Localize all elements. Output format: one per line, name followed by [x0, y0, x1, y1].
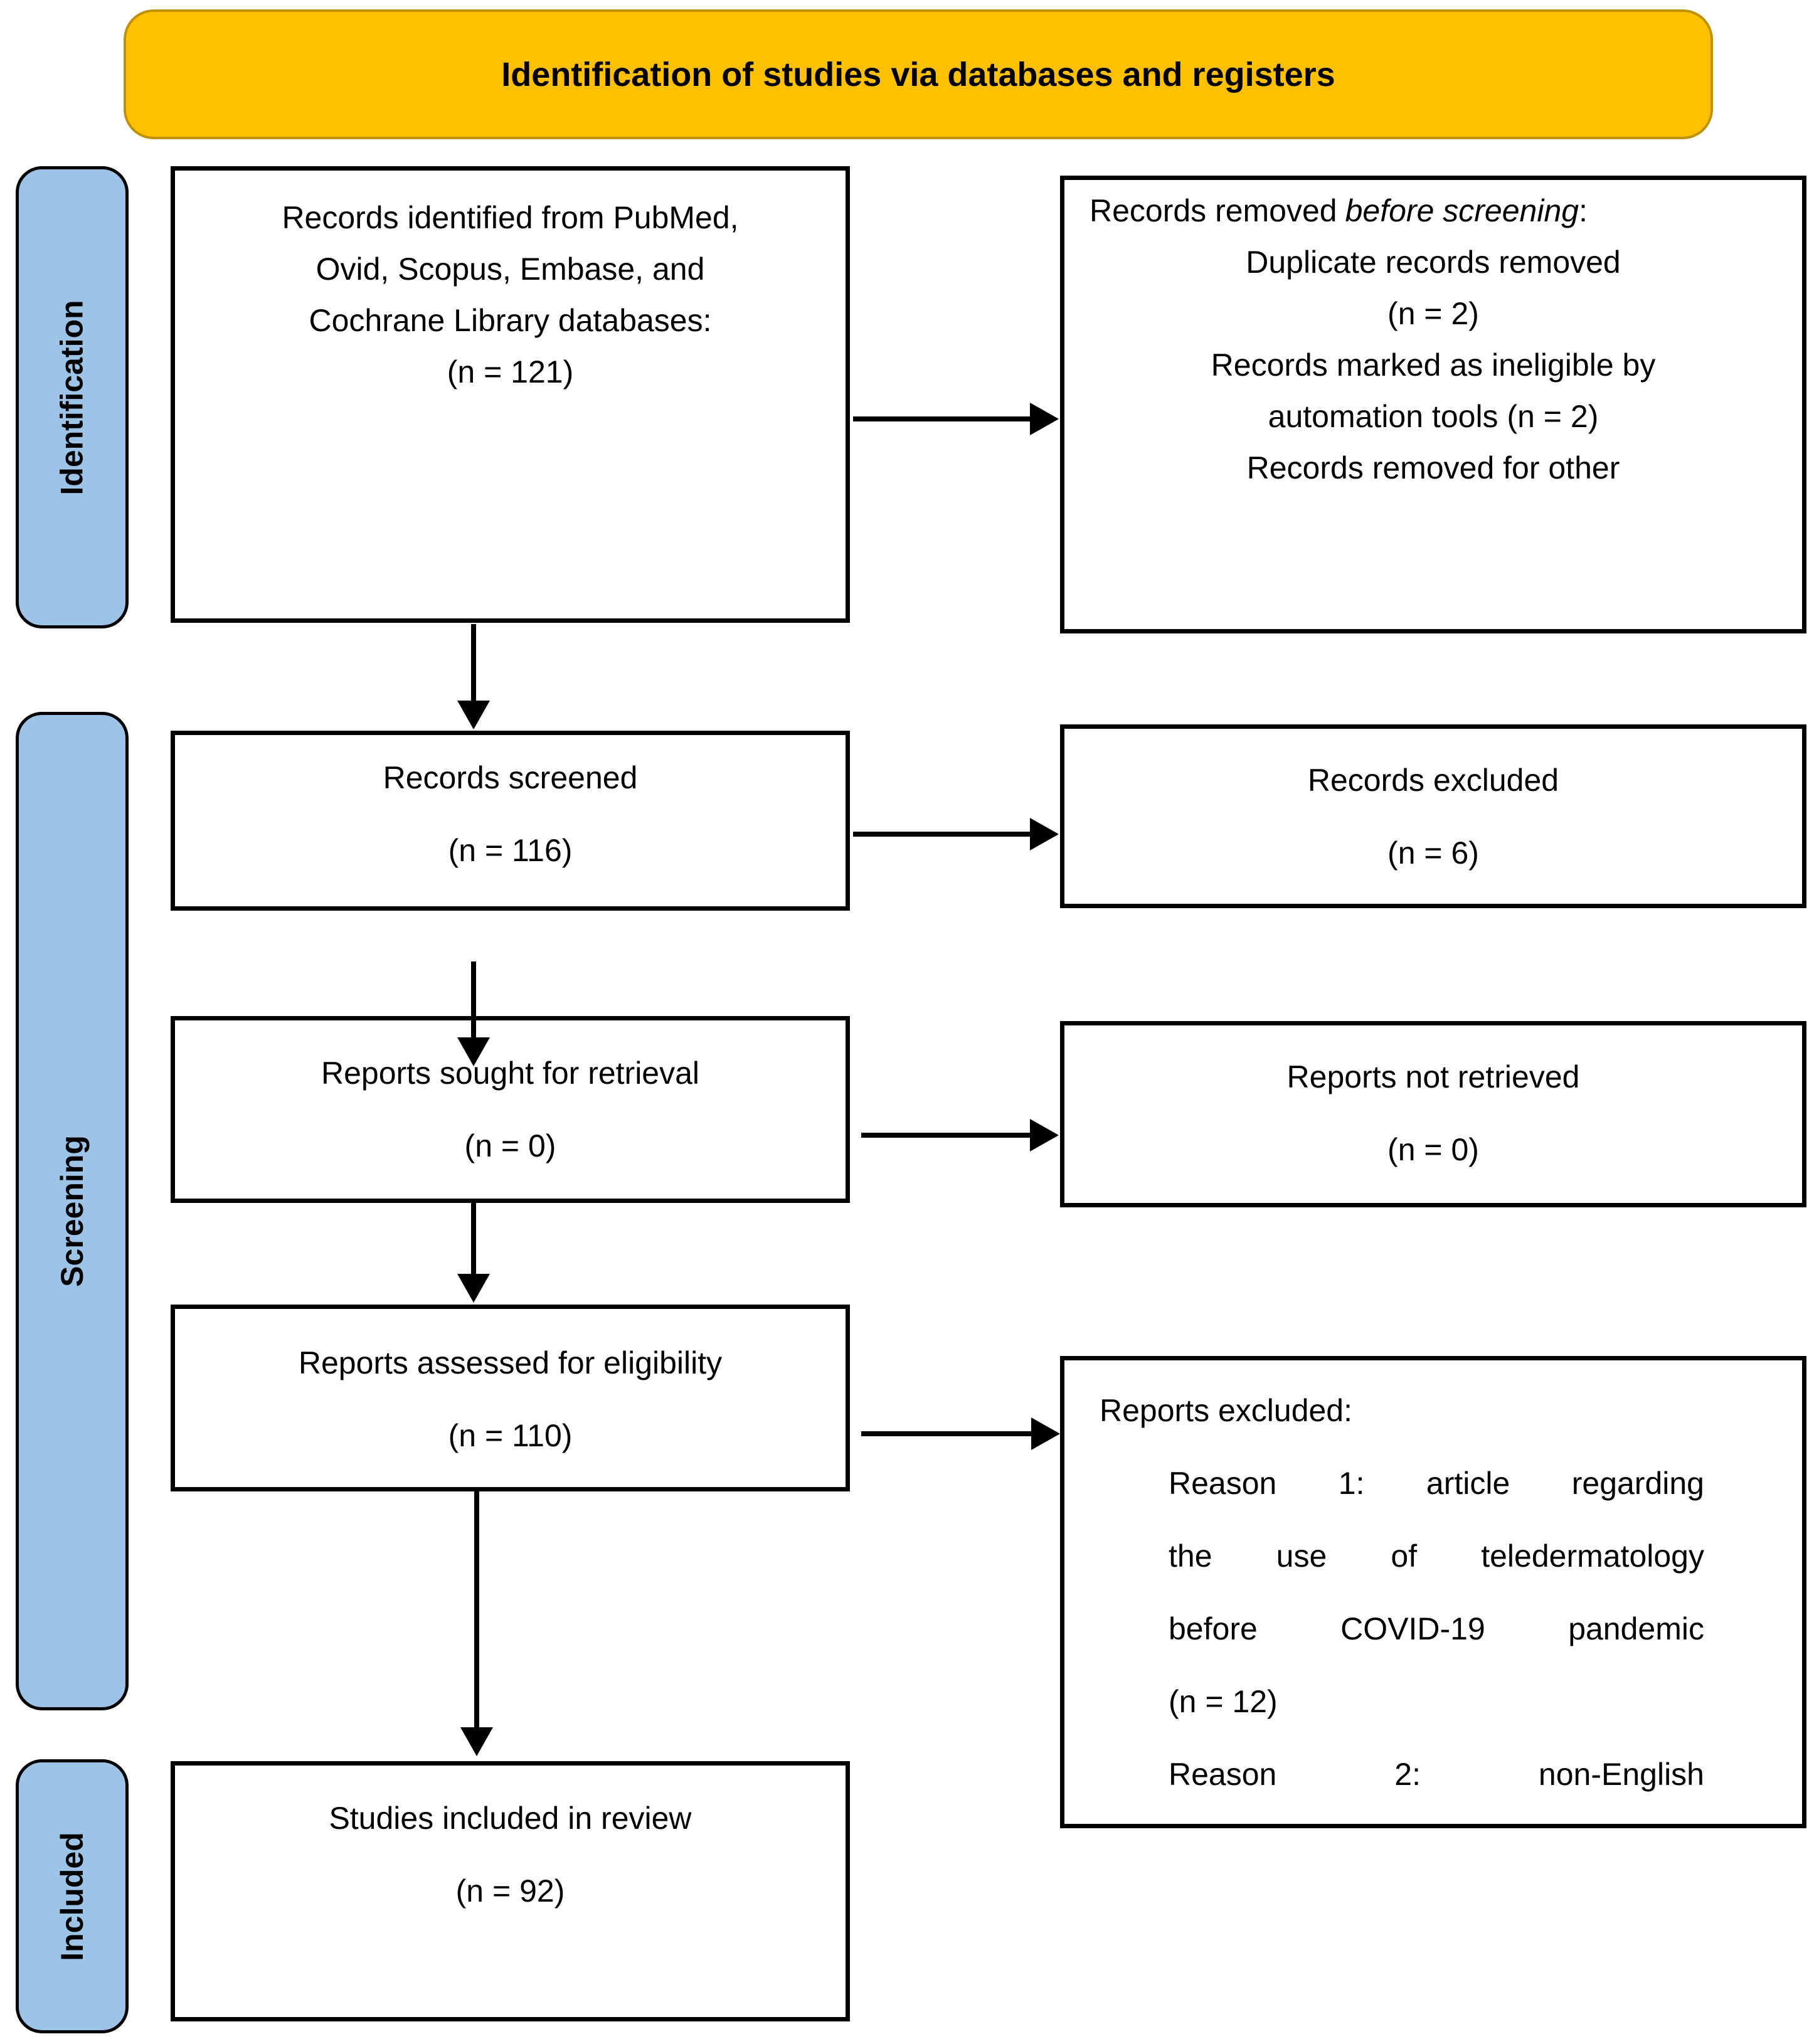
box-reports-assessed: Reports assessed for eligibility (n = 110… [171, 1305, 850, 1491]
text-line: automation tools (n = 2) [1268, 399, 1599, 434]
text-line: (n = 0) [1387, 1132, 1479, 1167]
intro-suffix: : [1579, 193, 1588, 228]
arrow-screened-to-excluded [853, 818, 1059, 850]
word: the [1169, 1538, 1212, 1574]
stage-identification: Identification [16, 166, 129, 628]
reason-1-line-2: the use of teledermatology [1169, 1520, 1704, 1592]
page-title: Identification of studies via databases … [501, 55, 1335, 93]
arrow-identified-to-screened [457, 624, 490, 729]
box-reports-excluded: Reports excluded: Reason 1: article regardi… [1060, 1356, 1806, 1828]
arrow-sought-to-assessed [457, 1203, 490, 1303]
word: non-English [1538, 1757, 1704, 1792]
header-banner: Identification of studies via databases … [124, 9, 1713, 139]
stage-included-label: Included [55, 1831, 90, 1961]
stage-screening-label: Screening [55, 1135, 90, 1287]
word: COVID-19 [1340, 1611, 1485, 1646]
reason-1-line-3: before COVID-19 pandemic [1169, 1592, 1704, 1665]
text-line: Records screened [383, 760, 638, 795]
word: Reason [1169, 1466, 1277, 1501]
reports-excluded-reasons: Reason 1: article regarding the use of teleder… [1169, 1447, 1704, 1811]
records-removed-items: Duplicate records removed (n = 2) Records … [1064, 236, 1802, 494]
word: before [1169, 1611, 1258, 1646]
arrow-sought-to-not-retrieved [861, 1119, 1059, 1152]
text-line: Records excluded [1307, 763, 1559, 798]
word: Reason [1169, 1757, 1277, 1792]
arrow-assessed-to-reports-excluded [861, 1417, 1060, 1450]
box-records-excluded: Records excluded (n = 6) [1060, 724, 1806, 908]
box-records-screened: Records screened (n = 116) [171, 731, 850, 911]
text-line: (n = 116) [448, 833, 573, 868]
text-line: Records identified from PubMed, [282, 200, 739, 235]
text-line: Records marked as ineligible by [1211, 347, 1656, 383]
text-line: (n = 92) [455, 1873, 565, 1909]
text-line: Duplicate records removed [1246, 245, 1621, 280]
reports-excluded-title: Reports excluded: [1100, 1393, 1353, 1428]
text-line: (n = 110) [448, 1418, 573, 1453]
text-line: Reports not retrieved [1286, 1059, 1580, 1094]
intro-prefix: Records removed [1090, 193, 1337, 228]
text-line: Reports sought for retrieval [321, 1056, 700, 1091]
intro-italic: before screening [1345, 193, 1579, 228]
arrow-identified-to-removed [853, 403, 1059, 435]
text-line: (n = 2) [1387, 296, 1479, 331]
text-line: Records removed for other [1246, 450, 1620, 485]
text-line: Ovid, Scopus, Embase, and [316, 252, 705, 287]
box-reports-not-retrieved: Reports not retrieved (n = 0) [1060, 1021, 1806, 1207]
reason-1-line-1: Reason 1: article regarding [1169, 1447, 1704, 1520]
text-line: (n = 0) [464, 1128, 556, 1163]
word: of [1391, 1538, 1418, 1574]
stage-screening: Screening [16, 712, 129, 1710]
word: article [1426, 1466, 1510, 1501]
word: regarding [1571, 1466, 1704, 1501]
arrow-assessed-to-included [460, 1491, 493, 1756]
box-reports-sought: Reports sought for retrieval (n = 0) [171, 1016, 850, 1203]
text-line: Reports assessed for eligibility [298, 1345, 723, 1380]
reason-2-line: Reason 2: non-English [1169, 1738, 1704, 1811]
text-line: (n = 6) [1387, 835, 1479, 871]
stage-included: Included [16, 1759, 129, 2033]
text-line: Cochrane Library databases: [309, 303, 712, 338]
word: 2: [1394, 1757, 1421, 1792]
word: pandemic [1568, 1611, 1704, 1646]
word: teledermatology [1481, 1538, 1704, 1574]
word: use [1276, 1538, 1327, 1574]
text-line: (n = 121) [447, 354, 574, 389]
box-records-identified: Records identified from PubMed, Ovid, Sco… [171, 166, 850, 623]
reason-1-count: (n = 12) [1169, 1684, 1278, 1719]
word: 1: [1338, 1466, 1365, 1501]
box-studies-included: Studies included in review (n = 92) [171, 1761, 850, 2021]
text-line: Studies included in review [329, 1801, 692, 1836]
stage-identification-label: Identification [55, 299, 90, 495]
